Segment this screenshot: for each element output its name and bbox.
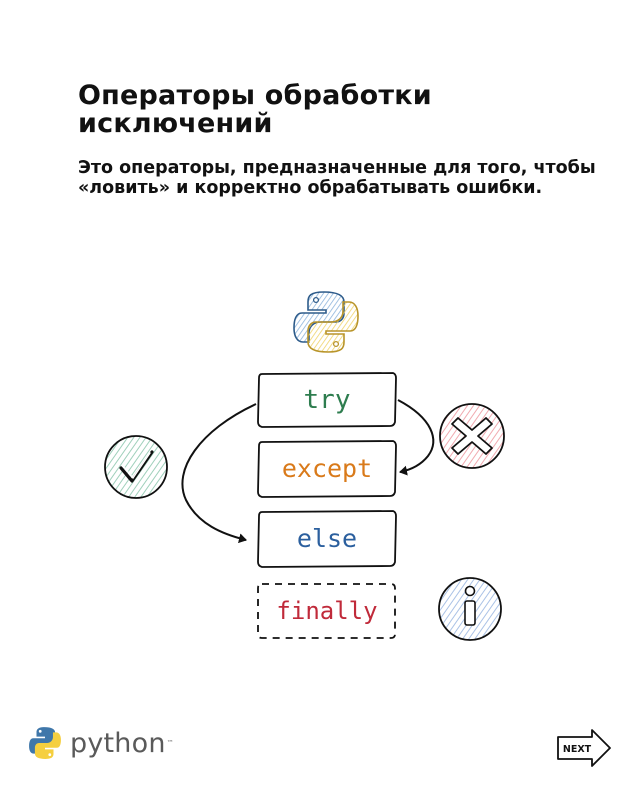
block-finally-label: finally [276, 597, 377, 625]
python-small-icon [29, 727, 61, 759]
arrow-try-to-except [397, 399, 435, 476]
cross-icon [439, 403, 505, 469]
next-button[interactable]: NEXT [556, 728, 612, 768]
block-else-label: else [297, 524, 357, 553]
block-try-label: try [304, 385, 351, 415]
check-icon [104, 435, 168, 499]
block-try: try [257, 372, 397, 428]
footer-brand-text: python [70, 727, 166, 759]
footer-trademark: ™ [166, 739, 174, 747]
block-finally: finally [257, 583, 396, 639]
arrow-try-to-else [181, 403, 257, 544]
page-title: Операторы обработки исключений [78, 80, 432, 139]
block-except-label: except [282, 454, 372, 483]
info-icon [438, 577, 502, 641]
block-except: except [257, 440, 397, 498]
next-arrow-shape [557, 729, 611, 767]
python-logo-icon [293, 291, 359, 353]
next-button-label: NEXT [563, 744, 592, 755]
block-else: else [257, 510, 397, 568]
page-subtitle: Это операторы, предназначенные для того,… [78, 158, 596, 198]
